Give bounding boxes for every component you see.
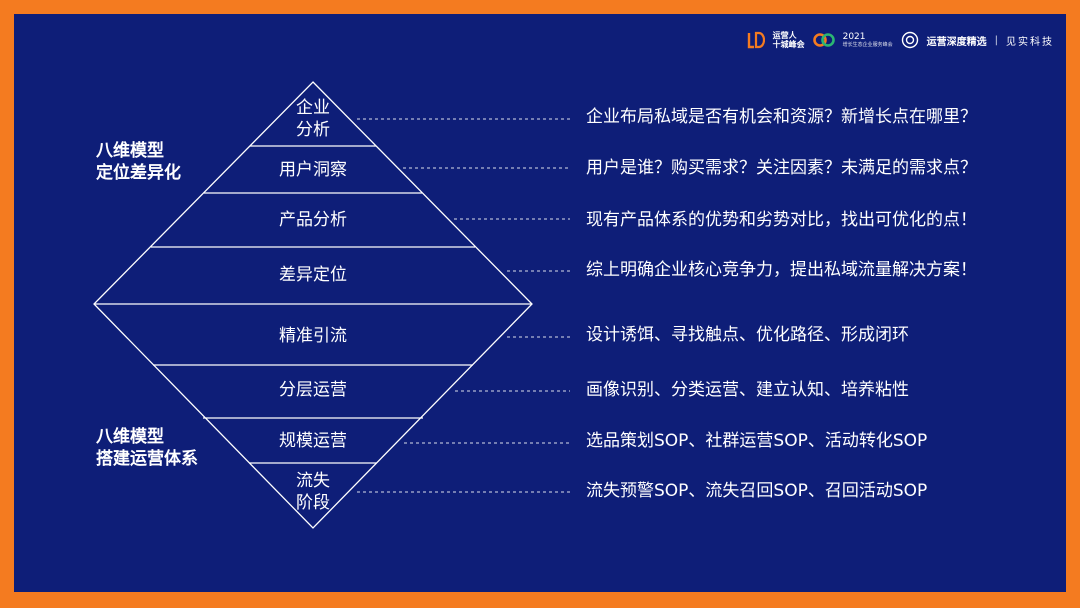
side-title-bottom-line1: 八维模型: [96, 427, 164, 447]
summit-logo-text: 增长生态企业服务峰会: [842, 41, 893, 48]
layer-desc-7: 选品策划SOP、社群运营SOP、活动转化SOP: [586, 431, 928, 451]
summit-logo-icon: [812, 33, 835, 47]
layer-label-7: 规模运营: [279, 431, 347, 451]
diamond-outline: [93, 81, 533, 529]
conference-logo-icon: [747, 31, 765, 49]
side-title-top: 八维模型 定位差异化: [96, 140, 181, 184]
layer-label-5: 精准引流: [279, 326, 347, 346]
side-title-top-line2: 定位差异化: [96, 163, 181, 183]
layer-desc-1: 企业布局私域是否有机会和资源？新增长点在哪里？: [586, 107, 977, 127]
selection-logo-text: 运营深度精选: [926, 36, 987, 48]
summit-logo-block: 2021 增长生态企业服务峰会: [842, 31, 893, 48]
layer-desc-6: 画像识别、分类运营、建立认知、培养粘性: [586, 380, 909, 400]
layer-desc-5: 设计诱饵、寻找触点、优化路径、形成闭环: [586, 325, 909, 345]
side-title-bottom-line2: 搭建运营体系: [96, 449, 198, 469]
side-title-bottom: 八维模型 搭建运营体系: [96, 426, 198, 470]
layer-label-6: 分层运营: [279, 380, 347, 400]
side-title-top-line1: 八维模型: [96, 141, 164, 161]
brand-name: 见实科技: [1006, 36, 1054, 48]
layer-label-8: 流失 阶段: [296, 471, 330, 513]
slide-background: [14, 14, 1066, 592]
layer-label-1: 企业 分析: [296, 98, 330, 140]
layer-desc-8: 流失预警SOP、流失召回SOP、召回活动SOP: [586, 481, 928, 501]
selection-logo-icon: [901, 31, 918, 49]
logo-bar: 运营人 十城峰会 2021 增长生态企业服务峰会 运营深度精选 | 见实科技: [747, 29, 1054, 51]
layer-desc-2: 用户是谁？购买需求？关注因素？未满足的需求点？: [586, 158, 977, 178]
layer-label-2: 用户洞察: [279, 160, 347, 180]
layer-label-4: 差异定位: [279, 265, 347, 285]
layer-desc-3: 现有产品体系的优势和劣势对比，找出可优化的点！: [586, 210, 977, 230]
summit-logo-year: 2021: [842, 31, 866, 42]
layer-desc-4: 综上明确企业核心竞争力，提出私域流量解决方案！: [586, 260, 977, 280]
layer-label-3: 产品分析: [279, 210, 347, 230]
logo-separator: |: [994, 34, 998, 46]
conference-logo-text: 运营人 十城峰会: [772, 31, 805, 49]
